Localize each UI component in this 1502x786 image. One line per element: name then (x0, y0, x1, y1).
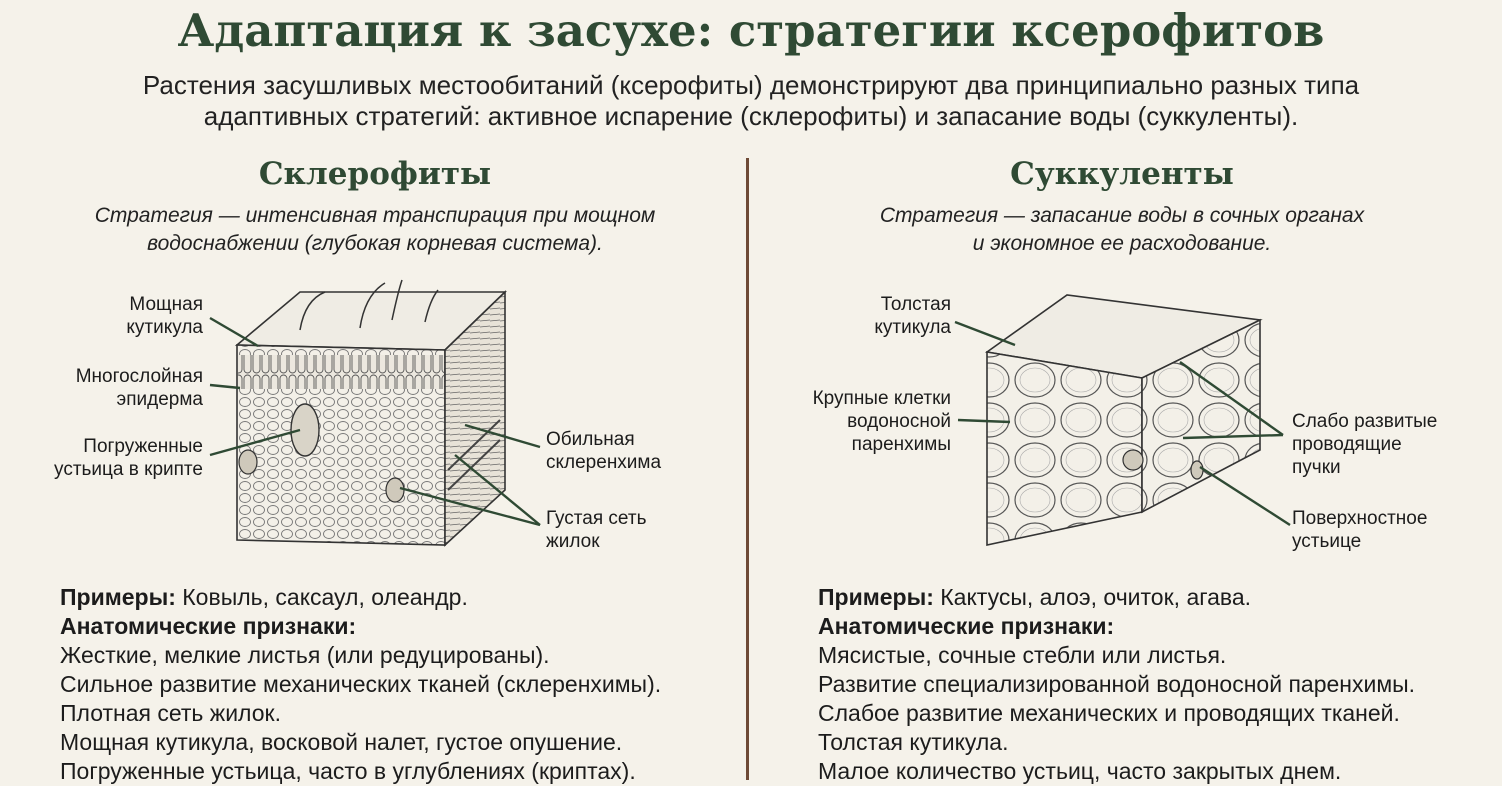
succulent-leaf-block (984, 294, 1263, 546)
sclerophytes-strategy: Стратегия — интенсивная транспирация при… (25, 202, 725, 258)
strategy-line: водоснабжении (глубокая корневая система… (147, 232, 603, 255)
examples-label: Примеры: (60, 584, 176, 610)
leaf-hair (359, 282, 386, 329)
examples-row: Примеры: Ковыль, саксаул, олеандр. (60, 583, 740, 612)
feature-item: Жесткие, мелкие листья (или редуцированы… (60, 642, 550, 668)
callout-bundles-b (1182, 433, 1284, 440)
callout-stoma (1199, 465, 1291, 527)
strategy-line: и экономное ее расходование. (972, 232, 1272, 255)
succulents-strategy: Стратегия — запасание воды в сочных орга… (772, 202, 1472, 258)
feature-item: Плотная сеть жилок. (60, 700, 281, 726)
features-label: Анатомические признаки: (60, 613, 357, 639)
succulents-title: Суккуленты (1010, 156, 1234, 192)
label-surface-stoma: Поверхностное устьице (1292, 507, 1492, 553)
label-line: Многослойная (75, 366, 203, 387)
vein-line (447, 439, 501, 491)
label-line: склеренхима (546, 452, 662, 473)
callout-veins-b (399, 486, 541, 527)
leaf-hair (391, 279, 403, 321)
sclerophytes-title: Склерофиты (258, 156, 492, 192)
succulents-info: Примеры: Кактусы, алоэ, очиток, агава. А… (818, 583, 1498, 786)
label-line: Крупные клетки (812, 388, 951, 409)
vein-bundle (238, 449, 258, 475)
callout-parenchyma (957, 418, 1011, 424)
label-line: проводящие (1292, 434, 1402, 455)
feature-item: Толстая кутикула. (818, 729, 1009, 755)
leaf-front-face (986, 351, 1143, 546)
label-line: Слабо развитые (1292, 411, 1438, 432)
label-line: Погруженные (83, 436, 203, 457)
sclerophytes-info: Примеры: Ковыль, саксаул, олеандр. Анато… (60, 583, 740, 786)
label-epidermis: Многослойная эпидерма (40, 365, 203, 411)
label-line: эпидерма (116, 389, 203, 410)
features-label: Анатомические признаки: (818, 613, 1115, 639)
label-line: Поверхностное (1292, 508, 1428, 529)
label-veins: Густая сеть жилок (546, 507, 736, 553)
feature-item: Слабое развитие механических и проводящи… (818, 700, 1400, 726)
column-divider (746, 158, 749, 780)
leaf-side-face (444, 290, 506, 547)
label-bundles: Слабо развитые проводящие пучки (1292, 410, 1492, 479)
label-line: Мощная (129, 294, 203, 315)
label-thick-cuticle: Толстая кутикула (800, 293, 951, 339)
label-line: Обильная (546, 429, 635, 450)
label-water-parenchyma: Крупные клетки водоносной паренхимы (780, 387, 951, 456)
surface-stoma (1190, 460, 1204, 480)
label-line: кутикула (874, 317, 951, 338)
examples-label: Примеры: (818, 584, 934, 610)
label-stomata: Погруженные устьица в крипте (20, 435, 203, 481)
leaf-hair (299, 291, 326, 331)
callout-cuticle (209, 316, 259, 348)
label-line: Толстая (880, 294, 951, 315)
callout-stomata (209, 428, 301, 457)
feature-item: Погруженные устьица, часто в углублениях… (60, 758, 636, 784)
vein-line (447, 419, 501, 471)
label-line: устьица в крипте (54, 459, 203, 480)
intro-text: Растения засушливых местообитаний (ксеро… (142, 70, 1360, 131)
sclerophyte-callouts (209, 316, 541, 527)
label-line: пучки (1292, 457, 1341, 478)
stomatal-crypt (290, 403, 320, 457)
strategy-line: Стратегия — интенсивная транспирация при… (94, 204, 656, 227)
feature-item: Малое количество устьиц, часто закрытых … (818, 758, 1342, 784)
vein-bundle (385, 477, 405, 503)
label-sclerenchyma: Обильная склеренхима (546, 428, 736, 474)
vascular-bundle (1122, 449, 1144, 471)
examples-text: Ковыль, саксаул, олеандр. (182, 584, 468, 610)
label-line: устьице (1292, 531, 1362, 552)
callout-veins-a (454, 454, 541, 526)
leaf-hair (424, 289, 439, 323)
feature-item: Мясистые, сочные стебли или листья. (818, 642, 1227, 668)
succulent-callouts (954, 320, 1291, 527)
label-line: Густая сеть (546, 508, 647, 529)
leaf-side-face (1141, 318, 1261, 514)
examples-text: Кактусы, алоэ, очиток, агава. (940, 584, 1252, 610)
feature-item: Сильное развитие механических тканей (ск… (60, 671, 662, 697)
feature-item: Развитие специализированной водоносной п… (818, 671, 1416, 697)
examples-row: Примеры: Кактусы, алоэ, очиток, агава. (818, 583, 1498, 612)
callout-sclerenchyma (464, 423, 541, 449)
sclerophyte-leaf-block (234, 279, 507, 547)
callout-epidermis (209, 383, 241, 390)
label-line: жилок (546, 531, 600, 552)
label-line: паренхимы (851, 434, 951, 455)
feature-item: Мощная кутикула, восковой налет, густое … (60, 729, 623, 755)
label-line: кутикула (126, 317, 203, 338)
page-title: Адаптация к засухе: стратегии ксерофитов (177, 4, 1325, 57)
strategy-line: Стратегия — запасание воды в сочных орга… (879, 204, 1365, 227)
palisade-layer (238, 355, 444, 389)
callout-bundles-a (1179, 361, 1284, 436)
label-cuticle: Мощная кутикула (60, 293, 203, 339)
callout-cuticle (954, 320, 1016, 347)
label-line: водоносной (847, 411, 951, 432)
